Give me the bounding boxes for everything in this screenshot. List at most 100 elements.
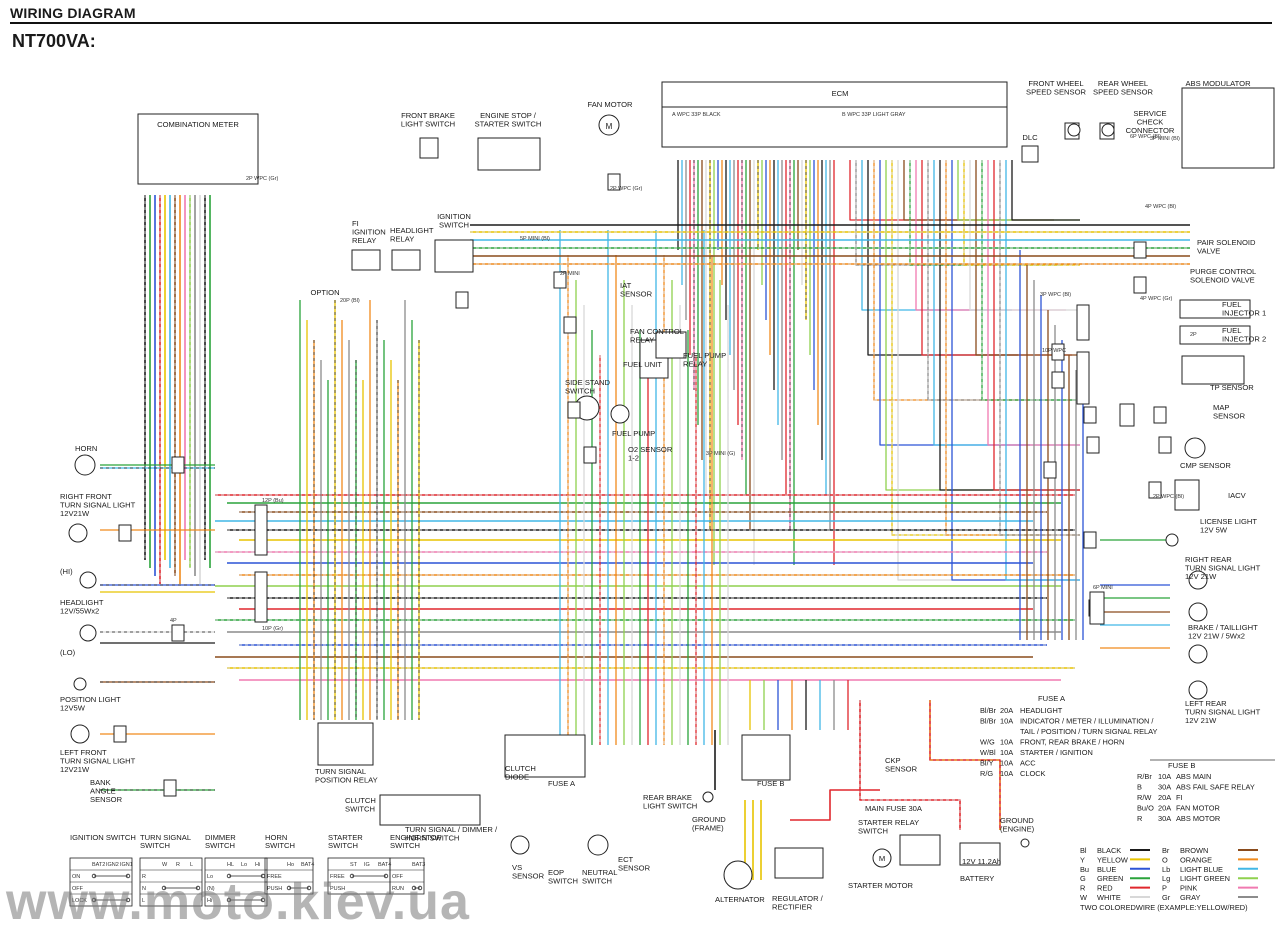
connector-10p-wpc — [1076, 351, 1090, 405]
fan-relay-box — [655, 331, 687, 359]
legend-name: RED — [1097, 884, 1113, 893]
headlight-hi-tag: (HI) — [60, 567, 73, 576]
dlc-box — [1021, 145, 1039, 163]
vs-sensor-label: SENSOR — [512, 872, 545, 881]
connector-note: 6P WPC (Bl) — [1130, 134, 1161, 140]
switch-table-frame — [389, 857, 425, 895]
switch-node — [125, 873, 131, 879]
iacv-box — [1174, 479, 1200, 511]
connector-note: 4P WPC (Gr) — [1140, 296, 1172, 302]
purge-control-label: SOLENOID VALVE — [1190, 276, 1255, 285]
o2-sensor-label: O2 SENSOR — [628, 445, 673, 454]
tp-sensor-label: TP SENSOR — [1210, 383, 1254, 392]
front-wheel-sensor — [1067, 123, 1081, 137]
wire — [915, 160, 1066, 311]
connector-note: 20P (Bl) — [340, 298, 360, 304]
dlc-label: DLC — [1022, 133, 1038, 142]
fuel-injector-1-label: FUEL — [1222, 300, 1241, 309]
fuse-a-desc: INDICATOR / METER / ILLUMINATION / — [1020, 717, 1154, 726]
fuel-injector-2-label: INJECTOR 2 — [1222, 335, 1266, 344]
ect-sensor-label: ECT — [618, 855, 634, 864]
switch-row: OFF — [72, 886, 84, 892]
fuse-b-amp: 30A — [1158, 814, 1171, 823]
fan-motor-circle — [598, 114, 620, 136]
connector-note: 2P MINI — [560, 271, 580, 277]
vs-sensor-circle — [510, 835, 530, 855]
connector — [1051, 371, 1065, 389]
switch-table-title: SWITCH — [140, 841, 170, 850]
service-check-label: CONNECTOR — [1126, 126, 1175, 135]
main-fuse-label: MAIN FUSE 30A — [865, 804, 923, 813]
connector — [1086, 436, 1100, 454]
starter-relay-box — [899, 834, 941, 866]
starter-relay-label: STARTER RELAY — [858, 818, 919, 827]
fuse-b-code: B — [1137, 783, 1142, 792]
switch-row: OFF — [392, 874, 404, 880]
front-brake-switch-label: FRONT BRAKE — [401, 111, 455, 120]
fuse-a-desc: ACC — [1020, 759, 1036, 768]
connector — [455, 291, 469, 309]
wire-stripe — [981, 160, 1080, 401]
regulator-box — [774, 847, 824, 879]
right-rear-turn-label: TURN SIGNAL LIGHT — [1185, 564, 1261, 573]
fuse-a-desc: TAIL / POSITION / TURN SIGNAL RELAY — [1020, 727, 1158, 736]
rear-wheel-sensor — [1101, 123, 1115, 137]
fuel-pump-label: FUEL PUMP — [612, 429, 655, 438]
ground-frame-label: GROUND — [692, 815, 726, 824]
legend-name: PINK — [1180, 884, 1197, 893]
switch-node — [383, 873, 389, 879]
legend-name: GREEN — [1097, 874, 1123, 883]
connector-10p — [254, 571, 268, 623]
fuse-a-amp: 10A — [1000, 717, 1013, 726]
fuse-b-box-symbol — [741, 734, 791, 781]
connector-note: 3P MINI (Bl) — [1150, 136, 1180, 142]
switch-node — [91, 873, 97, 879]
starter-motor-label: STARTER MOTOR — [848, 881, 913, 890]
engine-stop-switch-box — [477, 137, 541, 171]
wire-stripe — [855, 160, 1006, 266]
ignition-switch-label: SWITCH — [439, 221, 469, 230]
alternator-circle — [723, 860, 753, 890]
rear-wheel-speed-label: REAR WHEEL — [1098, 79, 1148, 88]
connector — [163, 779, 177, 797]
brake-light-bulb-1 — [1188, 602, 1208, 622]
headlight-lo-bulb — [79, 624, 97, 642]
right-rear-turn-bulb — [1188, 570, 1208, 590]
connector — [1133, 241, 1147, 259]
map-sensor-label: SENSOR — [1213, 412, 1246, 421]
wire — [855, 160, 1006, 266]
switch-node — [349, 873, 355, 879]
wire — [969, 160, 1080, 311]
connector — [583, 446, 597, 464]
legend-name: WHITE — [1097, 893, 1121, 902]
fuse-a-code: Bl/Y — [980, 759, 994, 768]
ignition-switch-label: IGNITION — [437, 212, 471, 221]
starter-motor-circle — [872, 848, 892, 868]
switch-table-frame — [264, 857, 314, 895]
headlight-label: 12V/55Wx2 — [60, 607, 99, 616]
ckp-sensor-label: CKP — [885, 756, 901, 765]
iat-sensor-label: IAT — [620, 281, 632, 290]
injector-2-box — [1179, 325, 1251, 345]
neutral-switch-circle — [587, 834, 609, 856]
switch-col: ST — [350, 862, 358, 868]
switch-col: IGN2 — [106, 862, 119, 868]
connector-note: 2P WPC (Bl) — [1153, 494, 1184, 500]
switch-row: PUSH — [330, 886, 345, 892]
turn-relay-box — [317, 722, 374, 766]
fuse-b-desc: ABS FAIL SAFE RELAY — [1176, 783, 1255, 792]
ground-frame-label: (FRAME) — [692, 824, 724, 833]
connector — [113, 725, 127, 743]
right-rear-turn-label: 12V 21W — [1185, 572, 1217, 581]
switch-node — [417, 885, 423, 891]
connector-note: 5P MINI (Bl) — [520, 236, 550, 242]
fuel-unit-label: FUEL UNIT — [623, 360, 662, 369]
left-rear-turn-label: 12V 21W — [1185, 716, 1217, 725]
fuse-b-box-label: FUSE B — [757, 779, 784, 788]
option-label: OPTION — [310, 288, 339, 297]
position-light-label: POSITION LIGHT — [60, 695, 121, 704]
left-rear-turn-label: TURN SIGNAL LIGHT — [1185, 708, 1261, 717]
switch-table-title: SWITCH — [205, 841, 235, 850]
